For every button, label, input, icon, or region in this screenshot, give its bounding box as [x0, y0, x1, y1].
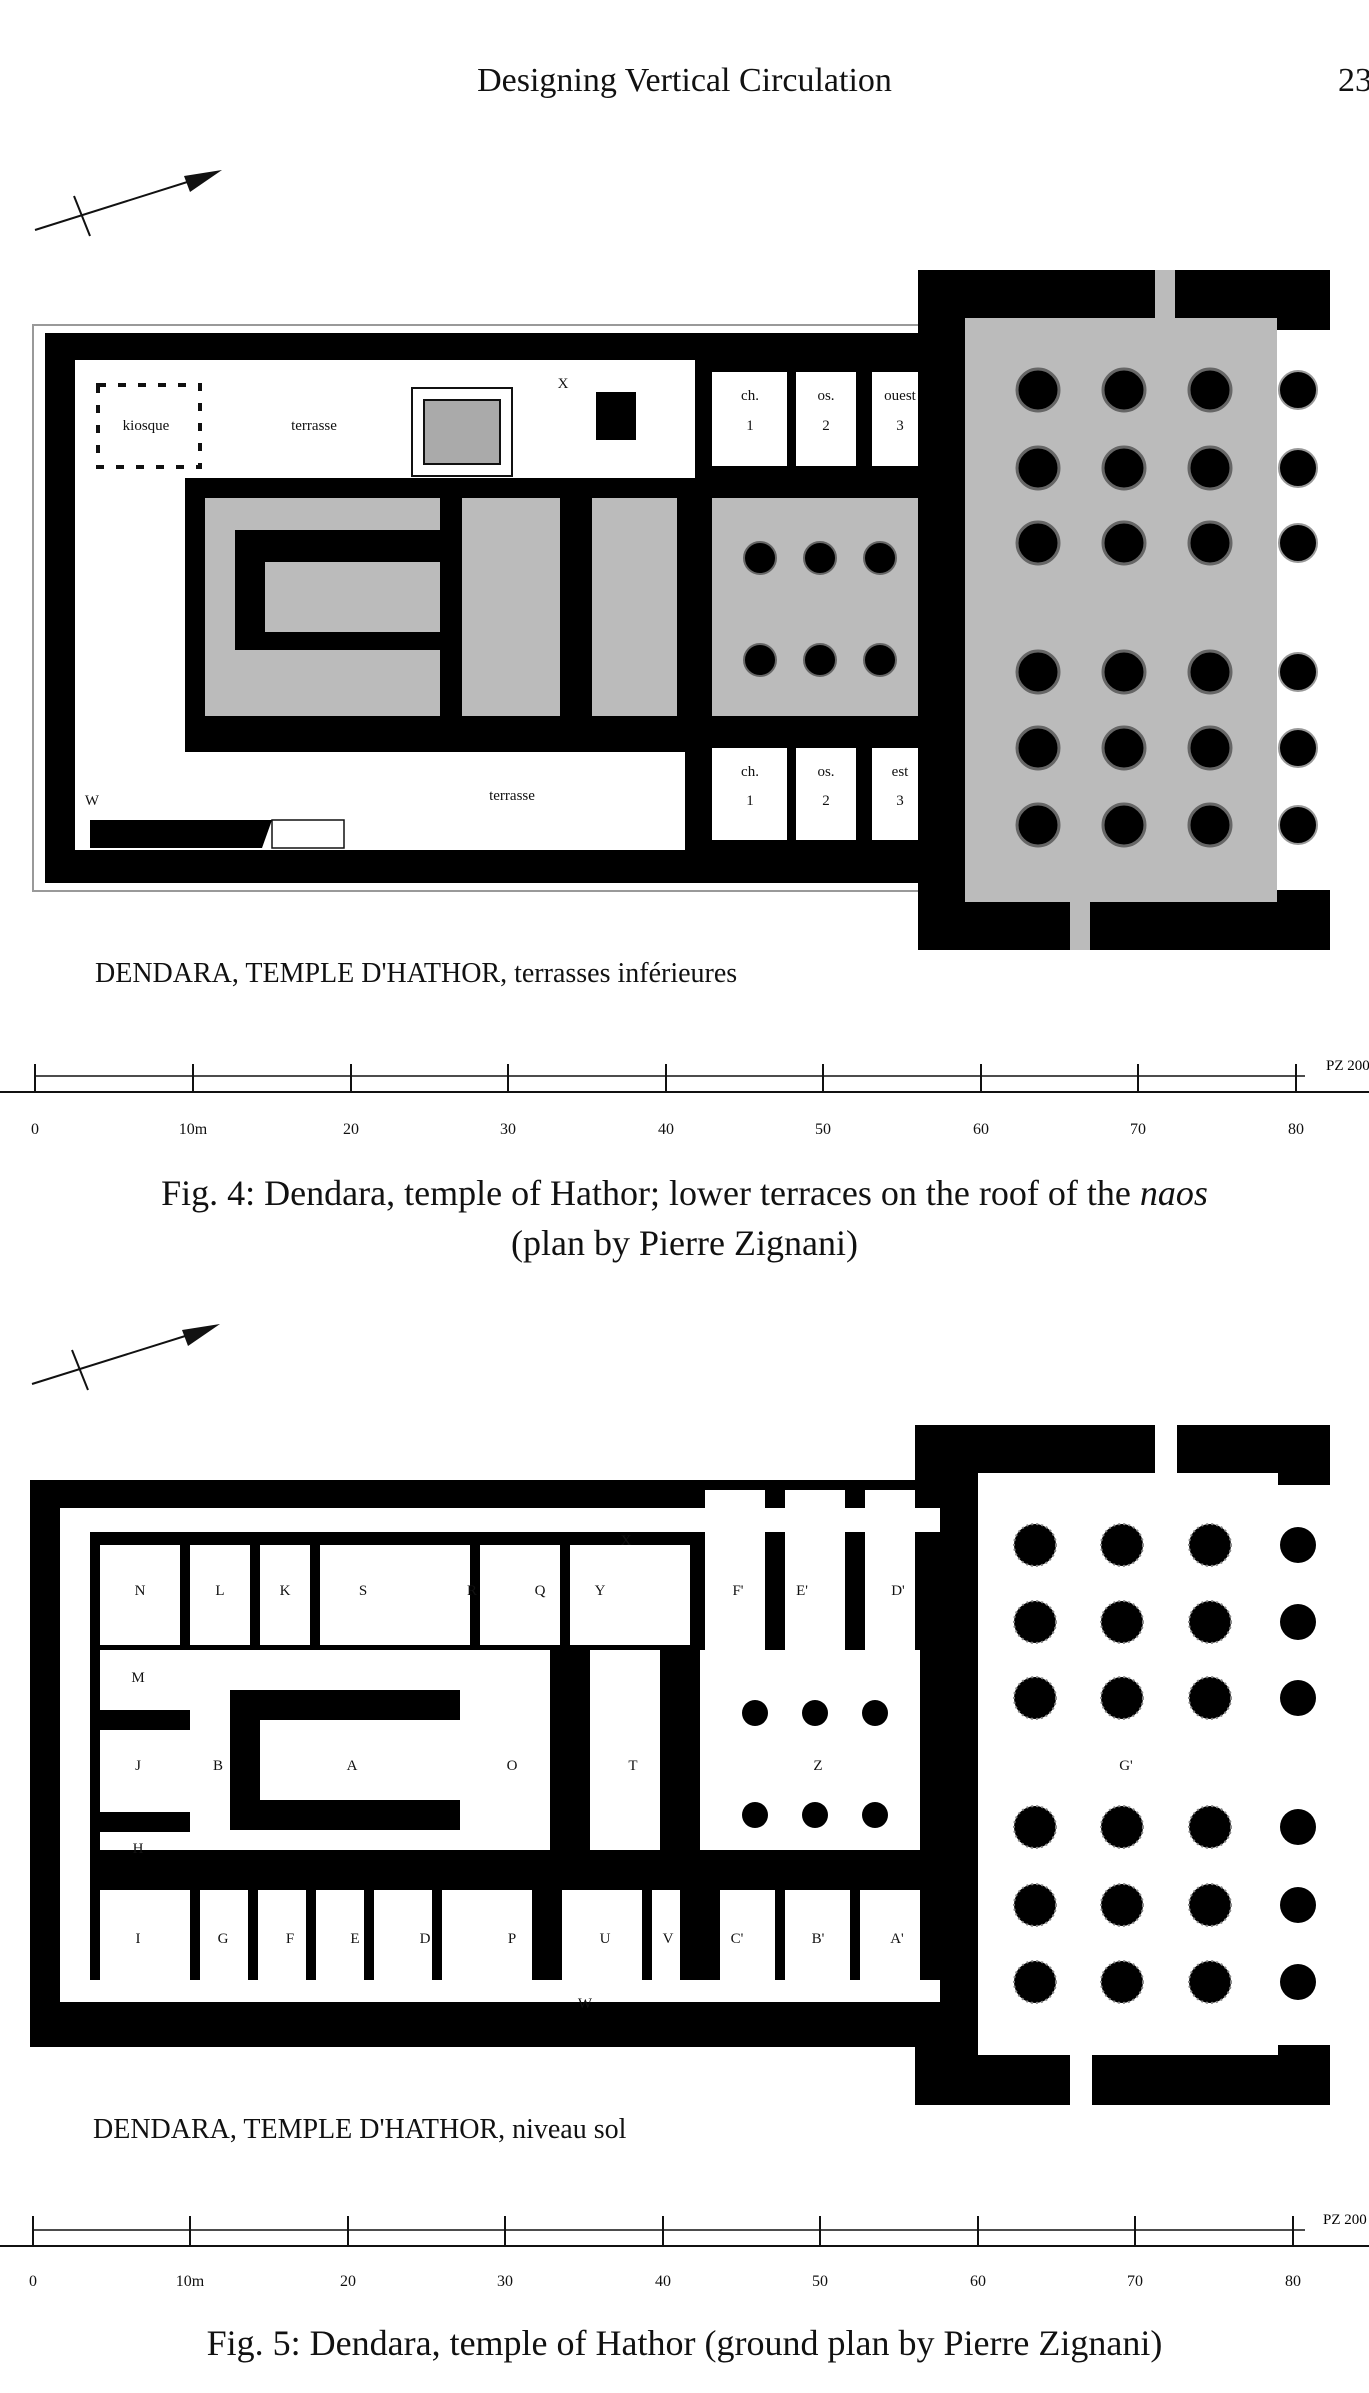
room-label: X: [621, 1533, 632, 1549]
room-number-ch-east: 1: [746, 793, 754, 809]
scale-tick-label: 60: [973, 1121, 989, 1138]
room-number-est: 3: [896, 793, 904, 809]
figure-4-caption-text: Fig. 4: Dendara, temple of Hathor; lower…: [161, 1173, 1140, 1213]
room-label: M: [131, 1670, 144, 1686]
scale-tick-label: 0: [31, 1121, 39, 1138]
running-header-title: Designing Vertical Circulation: [477, 62, 892, 99]
room-label: W: [578, 1996, 593, 2012]
plan-credit: PZ 200: [1326, 1058, 1369, 1074]
room-label: V: [663, 1931, 674, 1947]
room-label: H: [133, 1841, 144, 1857]
room-label: S: [359, 1583, 367, 1599]
scale-tick-label: 70: [1130, 1121, 1146, 1138]
scale-tick-label: 60: [970, 2273, 986, 2290]
scale-tick-label: 40: [658, 1121, 674, 1138]
room-number-os-west: 2: [822, 418, 830, 434]
room-label-os-east: os.: [817, 764, 834, 780]
scale-tick-label: 50: [812, 2273, 828, 2290]
scale-tick-label: 80: [1288, 1121, 1304, 1138]
room-label-ch-east: ch.: [741, 764, 759, 780]
scale-tick-label: 20: [343, 1121, 359, 1138]
room-label: D': [891, 1583, 905, 1599]
room-label-w: W: [85, 793, 100, 809]
north-arrow-icon: [31, 1324, 220, 1391]
room-label-ouest: ouest: [884, 388, 916, 404]
figure-5-plan: N L K S R Q Y X F' E' D' M J B A O T Z G…: [30, 1324, 1330, 2105]
room-label: Z: [813, 1758, 822, 1774]
scale-tick-label: 10m: [176, 2273, 205, 2290]
room-number-ouest: 3: [896, 418, 904, 434]
scale-tick-label: 20: [340, 2273, 356, 2290]
room-label: T: [628, 1758, 637, 1774]
figure-4-caption-emphasis: naos: [1139, 1173, 1208, 1213]
room-number-os-east: 2: [822, 793, 830, 809]
north-arrow-icon: [34, 170, 222, 237]
scale-tick-label: 30: [497, 2273, 513, 2290]
room-label: N: [135, 1583, 146, 1599]
figure-4-caption-line-2: (plan by Pierre Zignani): [511, 1223, 858, 1263]
room-label: J: [135, 1758, 141, 1774]
room-label: F': [732, 1583, 743, 1599]
room-label-kiosque: kiosque: [123, 418, 170, 434]
scale-tick-label: 70: [1127, 2273, 1143, 2290]
room-label: P: [508, 1931, 516, 1947]
room-label-os-west: os.: [817, 388, 834, 404]
page-number: 23: [1338, 62, 1369, 99]
room-label-ch-west: ch.: [741, 388, 759, 404]
room-label: U: [600, 1931, 611, 1947]
room-label-terrasse-top: terrasse: [291, 418, 337, 434]
figure-4-plan-label: DENDARA, TEMPLE D'HATHOR, terrasses infé…: [95, 958, 738, 989]
room-label: C': [731, 1931, 744, 1947]
plan-credit: PZ 200: [1323, 2212, 1367, 2228]
figure-4-caption: Fig. 4: Dendara, temple of Hathor; lower…: [0, 1168, 1369, 1218]
room-label-terrasse-bottom: terrasse: [489, 788, 535, 804]
room-label: Y: [595, 1583, 606, 1599]
scale-tick-label: 50: [815, 1121, 831, 1138]
scale-tick-label: 10m: [179, 1121, 208, 1138]
room-label: Q: [535, 1583, 546, 1599]
room-label: E': [796, 1583, 808, 1599]
figure-4-plan: kiosque terrasse ch. 1 os. 2 ouest 3 ch.…: [32, 170, 1330, 950]
room-label: D: [420, 1931, 431, 1947]
figure-5-plan-label: DENDARA, TEMPLE D'HATHOR, niveau sol: [93, 2114, 627, 2145]
room-number-ch-west: 1: [746, 418, 754, 434]
room-label: G: [218, 1931, 229, 1947]
scale-tick-label: 30: [500, 1121, 516, 1138]
room-label: B: [213, 1758, 223, 1774]
room-label: R: [467, 1583, 477, 1599]
room-label: O: [507, 1758, 518, 1774]
room-label: L: [215, 1583, 224, 1599]
room-label: I: [136, 1931, 141, 1947]
room-label: A: [347, 1758, 358, 1774]
figure-4-scale-bar: 0 10m 20 30 40 50 60 70 80 PZ 200: [0, 1058, 1369, 1138]
room-label-x: X: [558, 376, 569, 392]
room-label: A': [890, 1931, 904, 1947]
figure-5-scale-bar: 0 10m 20 30 40 50 60 70 80 PZ 200: [0, 2212, 1369, 2290]
room-label: E: [350, 1931, 359, 1947]
room-label: F: [286, 1931, 294, 1947]
room-label: G': [1119, 1758, 1133, 1774]
scale-tick-label: 0: [29, 2273, 37, 2290]
figure-5-caption: Fig. 5: Dendara, temple of Hathor (groun…: [206, 2323, 1163, 2363]
scale-tick-label: 40: [655, 2273, 671, 2290]
room-label: K: [280, 1583, 291, 1599]
room-label: B': [812, 1931, 825, 1947]
scale-tick-label: 80: [1285, 2273, 1301, 2290]
room-label-est: est: [892, 764, 909, 780]
